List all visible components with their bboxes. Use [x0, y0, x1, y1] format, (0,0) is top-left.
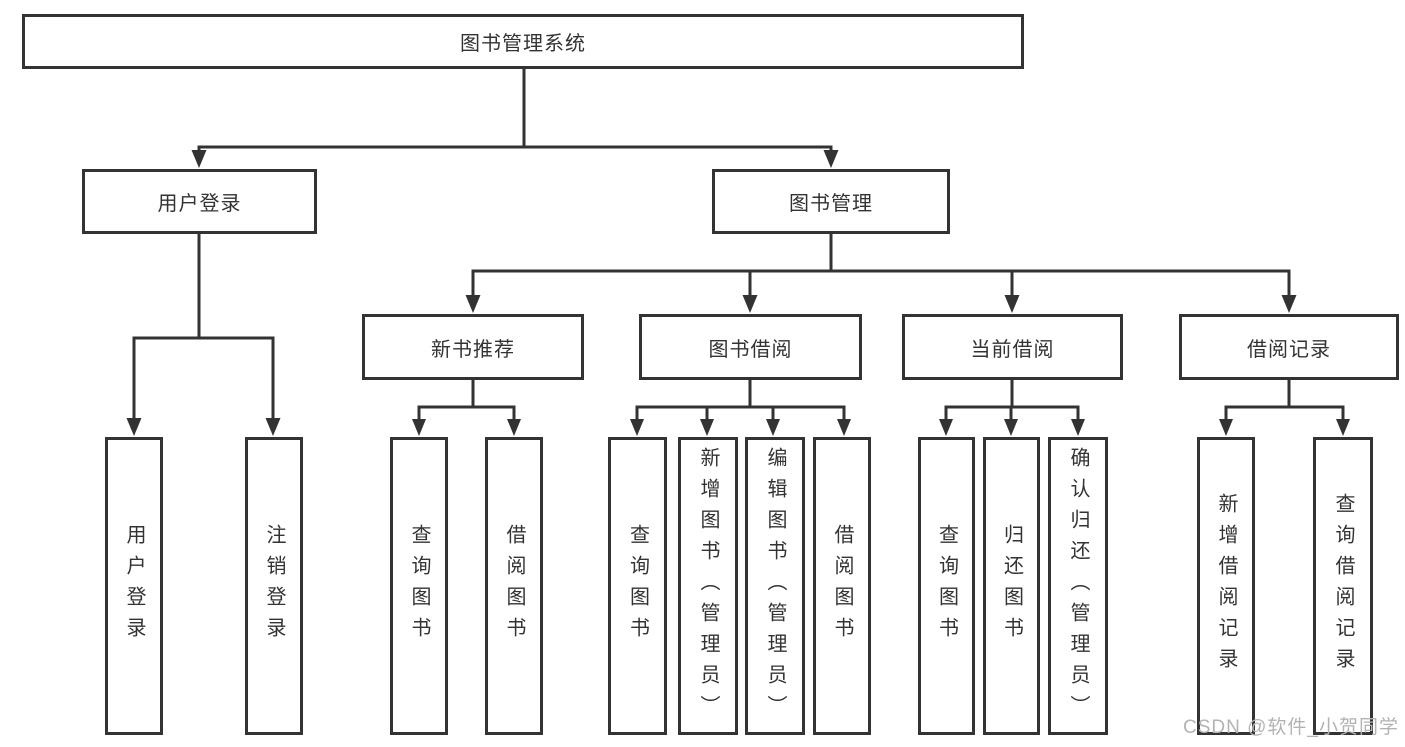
node-book-management: 图书管理: [712, 169, 950, 234]
leaf-query-books: 查询图书: [390, 437, 448, 735]
leaf-add-book-admin: 新增图书（管理员）: [678, 437, 738, 735]
leaf-label: 查询图书: [408, 524, 430, 648]
node-label: 借阅记录: [1247, 338, 1331, 361]
node-book-borrow: 图书借阅: [639, 314, 862, 380]
leaf-query-borrow-record: 查询借阅记录: [1313, 437, 1373, 735]
leaf-label: 归还图书: [1000, 524, 1023, 648]
leaf-label: 新增图书（管理员）: [697, 446, 719, 726]
leaf-label: 确认归还（管理员）: [1067, 446, 1089, 726]
node-borrow-records: 借阅记录: [1179, 314, 1399, 380]
leaf-user-login: 用户登录: [105, 437, 163, 735]
leaf-label: 新增借阅记录: [1215, 493, 1237, 679]
leaf-add-borrow-record: 新增借阅记录: [1197, 437, 1255, 735]
leaf-label: 编辑图书（管理员）: [764, 446, 786, 726]
leaf-confirm-return-admin: 确认归还（管理员）: [1048, 437, 1108, 735]
leaf-label: 借阅图书: [831, 524, 853, 648]
node-label: 图书管理系统: [460, 33, 586, 55]
leaf-query-books-2: 查询图书: [608, 437, 667, 735]
leaf-edit-book-admin: 编辑图书（管理员）: [745, 437, 805, 735]
node-new-book-recommend: 新书推荐: [362, 314, 584, 380]
leaf-label: 注销登录: [263, 524, 285, 648]
leaf-borrow-books: 借阅图书: [485, 437, 543, 735]
node-library-system: 图书管理系统: [22, 14, 1024, 69]
leaf-label: 查询图书: [935, 524, 958, 648]
leaf-query-books-3: 查询图书: [918, 437, 975, 735]
leaf-label: 查询借阅记录: [1332, 493, 1354, 679]
leaf-borrow-books-2: 借阅图书: [813, 437, 871, 735]
node-label: 图书管理: [789, 193, 873, 215]
node-label: 用户登录: [157, 193, 242, 215]
leaf-logout: 注销登录: [245, 437, 303, 735]
node-label: 新书推荐: [431, 338, 515, 361]
node-label: 图书借阅: [708, 338, 793, 361]
watermark: CSDN @软件_小贺同学: [1183, 717, 1399, 738]
node-current-borrow: 当前借阅: [902, 314, 1123, 380]
node-label: 当前借阅: [970, 338, 1055, 361]
leaf-label: 查询图书: [626, 524, 649, 648]
leaf-label: 借阅图书: [503, 524, 525, 648]
leaf-return-books: 归还图书: [983, 437, 1040, 735]
node-user-login: 用户登录: [82, 169, 317, 234]
leaf-label: 用户登录: [123, 524, 145, 648]
